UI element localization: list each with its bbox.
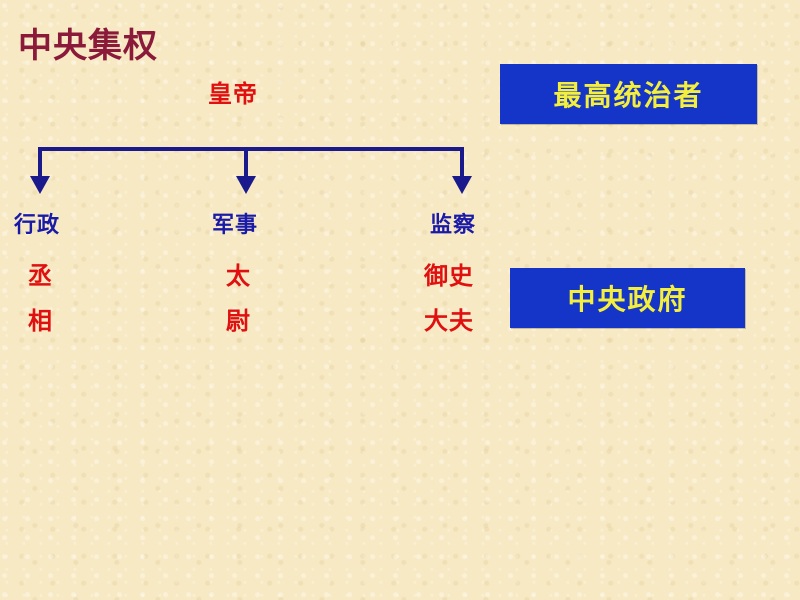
central-government-label: 中央政府: [510, 268, 745, 328]
arrowhead-middle: [236, 176, 256, 194]
official-chancellor: 丞 相: [28, 254, 53, 344]
emperor-node: 皇帝: [208, 80, 258, 108]
official-grand-commandant: 太 尉: [226, 254, 251, 344]
page-title: 中央集权: [18, 26, 158, 66]
official-grand-commandant-line-2: 尉: [226, 307, 251, 335]
official-grand-commandant-line-1: 太: [226, 262, 251, 290]
supreme-ruler-label: 最高统治者: [500, 64, 757, 124]
branch-supervision: 监察: [430, 213, 477, 238]
official-imperial-censor-line-2: 大夫: [424, 307, 474, 335]
official-imperial-censor: 御史 大夫: [424, 254, 474, 344]
official-chancellor-line-1: 丞: [28, 262, 53, 290]
official-imperial-censor-line-1: 御史: [424, 262, 474, 290]
arrowhead-right: [452, 176, 472, 194]
branch-administration: 行政: [14, 213, 61, 238]
branch-military: 军事: [212, 213, 259, 238]
arrowhead-left: [30, 176, 50, 194]
official-chancellor-line-2: 相: [28, 307, 53, 335]
